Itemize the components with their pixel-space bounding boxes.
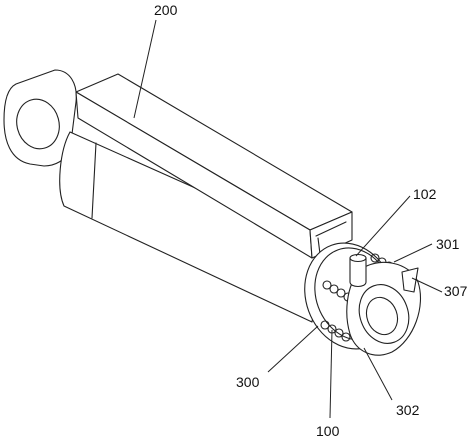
- leader-307: [411, 277, 443, 293]
- spring-middle: [322, 280, 353, 302]
- port-fitting-102: [349, 253, 367, 288]
- bracket-307: [401, 267, 419, 293]
- cylinder-barrel: [59, 131, 326, 323]
- end-cap-302: [346, 261, 422, 356]
- leader-300: [267, 325, 319, 373]
- label-102: 102: [413, 186, 437, 202]
- leader-100: [329, 329, 333, 419]
- label-200: 200: [154, 2, 178, 18]
- guide-housing-200: [75, 73, 353, 259]
- label-307: 307: [444, 283, 468, 299]
- leader-200: [133, 19, 157, 119]
- leader-301: [393, 243, 433, 263]
- label-300: 300: [236, 374, 260, 390]
- label-302: 302: [396, 402, 420, 418]
- label-100: 100: [316, 423, 340, 439]
- leader-lines: [133, 19, 443, 419]
- label-301: 301: [436, 236, 460, 252]
- leader-102: [355, 195, 411, 257]
- callout-labels: 200 102 301 307 300 302 100: [154, 2, 468, 439]
- leader-302: [363, 347, 393, 401]
- rear-mounting-eye: [3, 69, 77, 167]
